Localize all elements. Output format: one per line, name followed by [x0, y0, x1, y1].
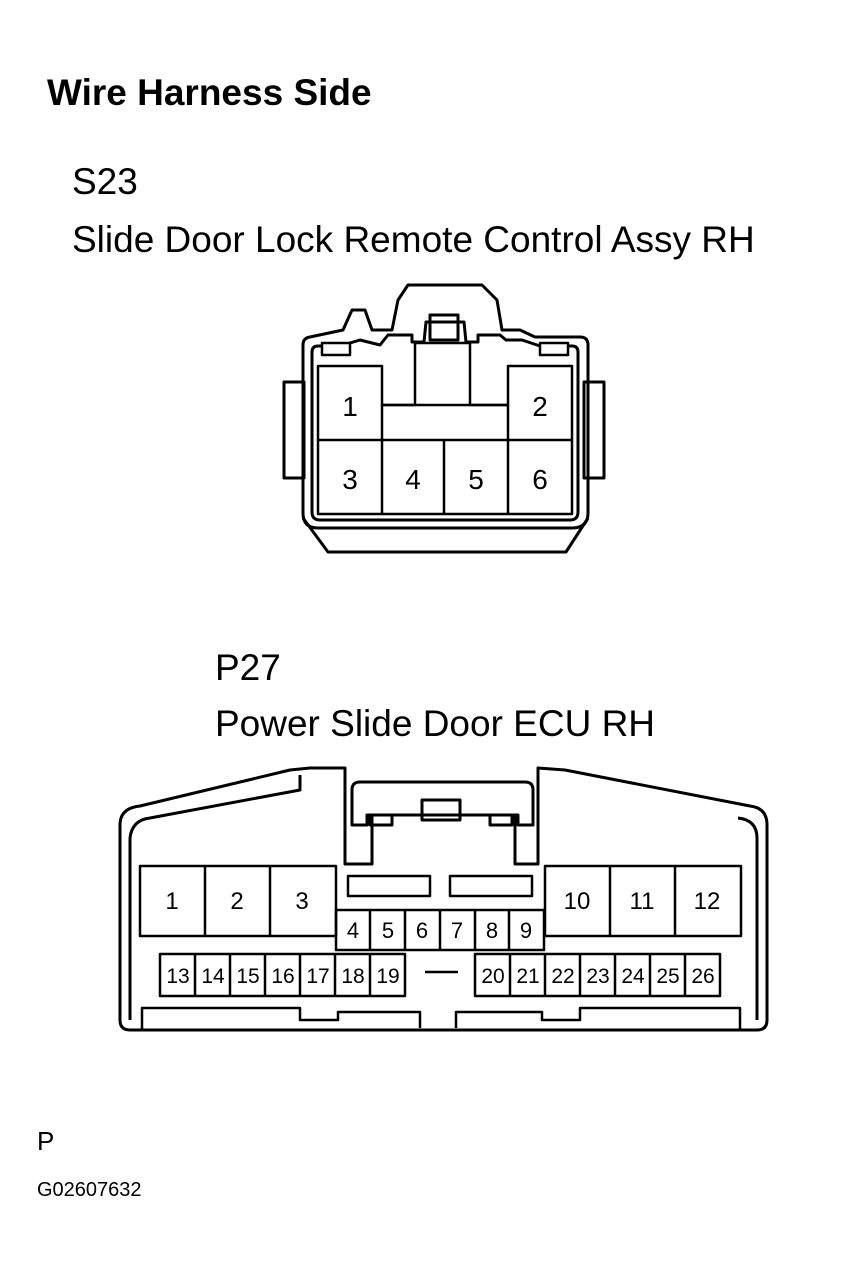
p27-pin-9: 9 — [520, 918, 532, 943]
p27-pin-1: 1 — [165, 888, 178, 915]
p27-connector-code: P27 — [215, 647, 281, 688]
p27-pin-21: 21 — [516, 965, 539, 988]
p27-pin-6: 6 — [416, 918, 428, 943]
p27-pin-7: 7 — [451, 918, 463, 943]
s23-latch — [428, 313, 460, 342]
p27-pin-23: 23 — [586, 965, 609, 988]
figure-code: G02607632 — [37, 1179, 142, 1201]
p27-large-cavities — [138, 864, 743, 938]
p27-pin-24: 24 — [621, 965, 645, 988]
p27-pin-5: 5 — [382, 918, 394, 943]
p27-pin-2: 2 — [230, 888, 243, 915]
p27-top-lock — [350, 780, 535, 827]
s23-body-outline — [301, 283, 590, 530]
p27-pin-17: 17 — [306, 965, 329, 988]
s23-pin-1: 1 — [342, 391, 358, 422]
p27-pin-22: 22 — [551, 965, 574, 988]
p27-key-slot-left — [346, 874, 432, 898]
s23-pin-labels: 1 2 3 4 5 6 — [342, 391, 548, 495]
s23-pin-2: 2 — [532, 391, 548, 422]
p27-pin-13: 13 — [166, 965, 189, 988]
p27-pin-labels: 1 2 3 10 11 12 4 5 6 7 8 9 13 14 15 16 1… — [165, 888, 720, 988]
s23-pin-3: 3 — [342, 464, 358, 495]
s23-pin-6: 6 — [532, 464, 548, 495]
p27-body-inner — [128, 775, 759, 1020]
p27-connector-name: Power Slide Door ECU RH — [215, 703, 656, 744]
s23-cavity-grid — [316, 341, 574, 516]
p27-pin-4: 4 — [347, 918, 359, 943]
p27-pin-11: 11 — [630, 888, 655, 915]
s23-pin-4: 4 — [405, 464, 421, 495]
s23-body-inner — [310, 320, 580, 522]
s23-right-tab — [582, 380, 606, 480]
p27-connector — [118, 766, 769, 1032]
p27-pin-20: 20 — [481, 965, 504, 988]
diagram-heading: Wire Harness Side — [47, 72, 372, 113]
p27-small-cavities — [158, 952, 722, 998]
s23-pin-5: 5 — [468, 464, 484, 495]
p27-pin-25: 25 — [656, 965, 679, 988]
p27-pin-3: 3 — [295, 888, 308, 915]
p27-pin-16: 16 — [271, 965, 294, 988]
s23-connector-code: S23 — [72, 161, 138, 202]
s23-left-tab — [282, 380, 306, 480]
p27-lock-tab — [420, 798, 462, 822]
s23-connector — [282, 283, 606, 554]
p27-pin-26: 26 — [691, 965, 714, 988]
p27-key-slot-right — [448, 874, 534, 898]
p27-pin-18: 18 — [341, 965, 364, 988]
p27-pin-14: 14 — [201, 965, 225, 988]
p27-pin-19: 19 — [376, 965, 399, 988]
p27-pin-10: 10 — [564, 888, 591, 915]
p27-pin-8: 8 — [486, 918, 498, 943]
p27-pin-12: 12 — [694, 888, 721, 915]
s23-connector-name: Slide Door Lock Remote Control Assy RH — [72, 219, 755, 260]
s23-bottom-skirt — [301, 517, 590, 554]
p27-pin-15: 15 — [236, 965, 259, 988]
p27-body-outline — [118, 766, 769, 1032]
footer-mark: P — [37, 1126, 55, 1156]
p27-middle-cavities — [334, 908, 546, 952]
